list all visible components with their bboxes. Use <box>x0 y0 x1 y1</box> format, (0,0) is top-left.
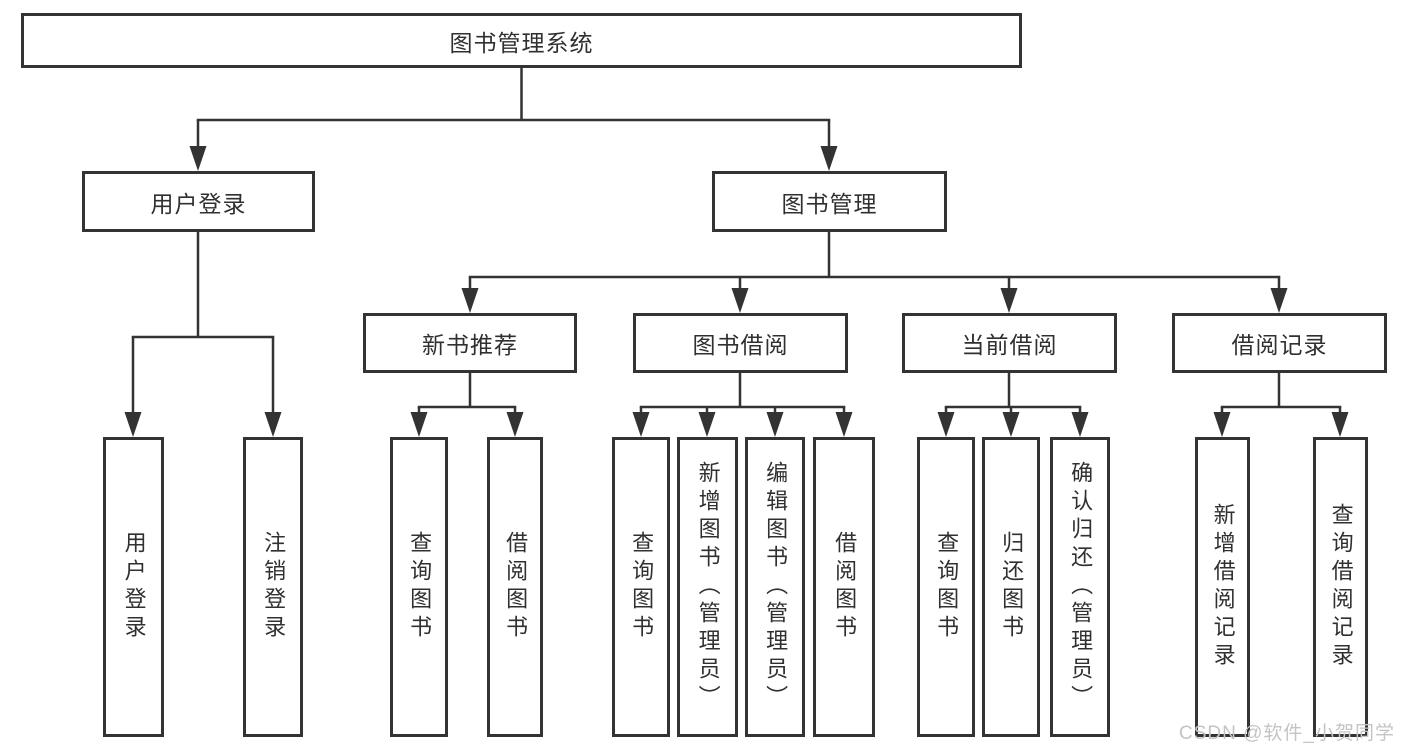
node-root: 图书管理系统 <box>21 13 1022 68</box>
leaf-borrow-books: 借阅图书 <box>813 437 875 737</box>
wire-user-login-to-leaves <box>124 232 282 437</box>
leaf-user-login: 用户登录 <box>103 437 164 737</box>
node-current-borrow: 当前借阅 <box>902 313 1117 373</box>
leaf-return-books: 归还图书 <box>982 437 1040 737</box>
wire-root-to-level1 <box>189 68 838 171</box>
leaf-query-borrow-record: 查询借阅记录 <box>1313 437 1368 737</box>
node-book-mgmt: 图书管理 <box>712 171 947 232</box>
wire-book-borrow-to-leaves <box>632 373 853 437</box>
leaf-current-query: 查询图书 <box>917 437 975 737</box>
node-book-borrow: 图书借阅 <box>633 313 848 373</box>
node-borrow-records: 借阅记录 <box>1172 313 1387 373</box>
leaf-add-borrow-record: 新增借阅记录 <box>1195 437 1250 737</box>
leaf-edit-books-admin: 编辑图书（管理员） <box>745 437 805 737</box>
leaf-add-books-admin: 新增图书（管理员） <box>677 437 738 737</box>
csdn-watermark: CSDN @软件_小贺同学 <box>1179 723 1395 744</box>
leaf-new-books-borrow: 借阅图书 <box>487 437 543 737</box>
node-new-books: 新书推荐 <box>363 313 577 373</box>
wire-current-borrow-to-leaves <box>937 373 1089 437</box>
node-user-login: 用户登录 <box>82 171 315 232</box>
leaf-logout: 注销登录 <box>243 437 303 737</box>
leaf-borrow-query: 查询图书 <box>612 437 670 737</box>
wire-borrow-records-to-leaves <box>1213 373 1349 437</box>
leaf-new-books-query: 查询图书 <box>390 437 448 737</box>
wire-new-books-to-leaves <box>410 373 524 437</box>
wire-book-mgmt-to-level2 <box>461 232 1288 313</box>
leaf-confirm-return-admin: 确认归还（管理员） <box>1050 437 1110 737</box>
